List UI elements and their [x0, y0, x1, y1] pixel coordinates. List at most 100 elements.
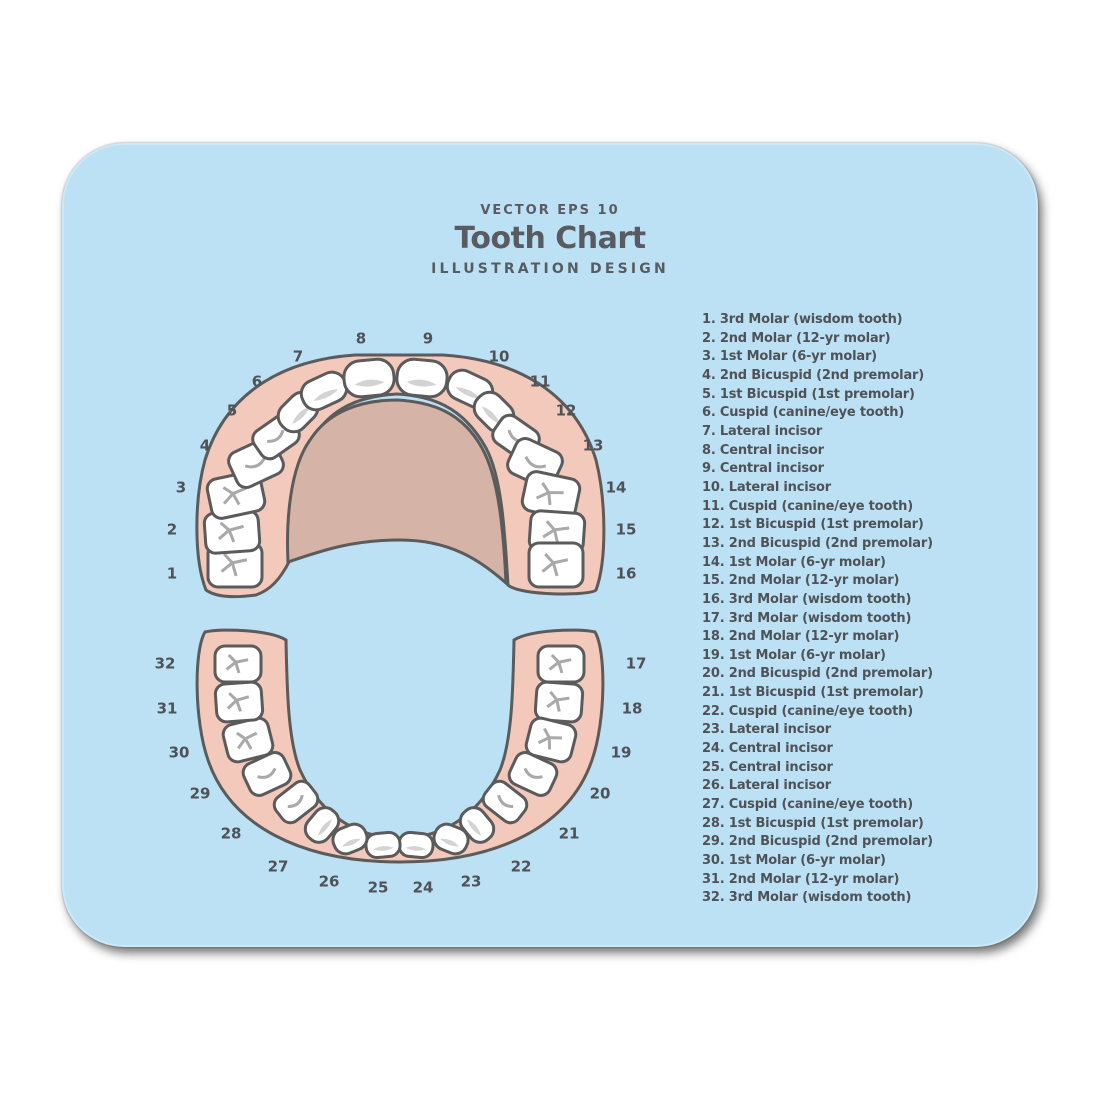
tooth-groove	[373, 846, 394, 851]
legend-item: 2. 2nd Molar (12-yr molar)	[702, 330, 891, 346]
legend-item: 16. 3rd Molar (wisdom tooth)	[702, 591, 912, 607]
tooth-crown	[241, 751, 293, 797]
lower-tooth	[524, 716, 578, 764]
lower-tooth-number: 28	[221, 825, 242, 843]
tooth-groove	[318, 819, 332, 836]
legend-item: 32. 3rd Molar (wisdom tooth)	[702, 890, 912, 906]
tooth-crown	[536, 644, 586, 684]
upper-tooth-number: 11	[530, 373, 551, 391]
upper-tooth-number: 2	[167, 521, 177, 539]
tooth-crown	[342, 357, 396, 399]
legend-item: 22. Cuspid (canine/eye tooth)	[702, 703, 913, 719]
lower-tooth	[213, 644, 263, 684]
lower-tooth-number: 20	[590, 785, 611, 803]
upper-tooth-number: 9	[423, 330, 433, 348]
tooth-crown	[481, 779, 529, 825]
legend-item: 25. Central incisor	[702, 759, 833, 775]
lower-tooth-number: 22	[511, 858, 532, 876]
tooth-crown	[303, 806, 341, 844]
tooth-groove	[287, 794, 304, 809]
upper-tooth-number: 13	[583, 437, 604, 455]
legend-item: 10. Lateral incisor	[702, 479, 831, 495]
legend-item: 17. 3rd Molar (wisdom tooth)	[702, 610, 912, 626]
chart-title: Tooth Chart	[454, 221, 646, 256]
tooth-crown	[331, 822, 369, 856]
lower-tooth	[481, 779, 529, 825]
tooth-groove	[405, 846, 426, 851]
tooth-groove	[548, 653, 572, 674]
lower-tooth-number: 29	[190, 785, 211, 803]
lower-tooth	[303, 806, 341, 844]
upper-tooth-number: 8	[356, 330, 366, 348]
lower-tooth	[507, 751, 559, 797]
lower-tooth-number: 17	[626, 655, 647, 673]
header-subtitle-bottom: ILLUSTRATION DESIGN	[431, 261, 669, 277]
upper-tooth	[299, 370, 349, 412]
upper-tooth-number: 6	[252, 373, 262, 391]
upper-tooth-number: 3	[176, 479, 186, 497]
legend-item: 8. Central incisor	[702, 442, 824, 458]
tooth-crown	[272, 779, 320, 825]
legend-item: 31. 2nd Molar (12-yr molar)	[702, 871, 900, 887]
upper-tooth-number: 1	[167, 565, 177, 583]
upper-tooth	[395, 357, 449, 399]
lower-tooth-number: 21	[559, 825, 580, 843]
legend-item: 28. 1st Bicuspid (1st premolar)	[702, 815, 924, 831]
teeth	[202, 357, 587, 860]
tooth-groove	[217, 521, 244, 543]
tooth-crown	[395, 357, 449, 399]
tooth-groove	[524, 455, 547, 469]
legend-item: 18. 2nd Molar (12-yr molar)	[702, 629, 900, 645]
tooth-groove	[267, 429, 285, 443]
legend-item: 13. 2nd Bicuspid (2nd premolar)	[702, 535, 933, 551]
tooth-crown	[364, 830, 402, 860]
tooth-groove	[292, 406, 311, 425]
tooth-groove	[220, 552, 248, 577]
lower-tooth	[536, 644, 586, 684]
legend-item: 29. 2nd Bicuspid (2nd premolar)	[702, 834, 933, 850]
tooth-crown	[524, 716, 578, 764]
tooth-crown	[432, 822, 470, 856]
upper-tooth	[527, 541, 585, 589]
tooth-crown	[213, 644, 263, 684]
tooth-groove	[542, 520, 570, 543]
lower-tooth	[331, 822, 369, 856]
tooth-groove	[535, 482, 564, 506]
tooth-groove	[226, 692, 250, 712]
legend-item: 30. 1st Molar (6-yr molar)	[702, 853, 886, 869]
tooth-groove	[225, 653, 249, 674]
legend-item: 23. Lateral incisor	[702, 722, 831, 738]
upper-tooth-number: 4	[200, 437, 210, 455]
tooth-groove	[440, 838, 459, 847]
tooth-groove	[235, 731, 258, 750]
legend-item: 24. Central incisor	[702, 741, 833, 757]
tooth-groove	[537, 727, 562, 750]
upper-tooth-number: 15	[616, 521, 637, 539]
legend-item: 15. 2nd Molar (12-yr molar)	[702, 573, 900, 589]
legend-item: 4. 2nd Bicuspid (2nd premolar)	[702, 367, 924, 383]
upper-tooth-number: 7	[293, 348, 303, 366]
lower-tooth-number: 27	[268, 858, 289, 876]
lower-tooth-number: 25	[368, 879, 389, 897]
lower-tooth-number: 24	[413, 879, 434, 897]
upper-tooth-number: 12	[556, 402, 577, 420]
lower-tooth	[213, 680, 265, 724]
upper-tooth-number: 5	[227, 402, 237, 420]
lower-tooth	[364, 830, 402, 860]
lower-tooth	[432, 822, 470, 856]
tooth-groove	[313, 389, 339, 401]
tooth-crown	[507, 751, 559, 797]
upper-tooth-number: 14	[606, 479, 627, 497]
legend-item: 26. Lateral incisor	[702, 778, 831, 794]
legend-item: 3. 1st Molar (6-yr molar)	[702, 349, 877, 365]
tooth-groove	[354, 379, 385, 387]
lower-tooth-number: 19	[611, 744, 632, 762]
tooth-legend: 1. 3rd Molar (wisdom tooth) 2. 2nd Molar…	[702, 311, 933, 908]
header-subtitle-top: VECTOR EPS 10	[480, 203, 620, 218]
tooth-groove	[523, 767, 543, 779]
tooth-groove	[541, 552, 569, 577]
lower-tooth	[272, 779, 320, 825]
lower-tooth-number: 18	[622, 700, 643, 718]
lower-tooth-number: 31	[157, 700, 178, 718]
